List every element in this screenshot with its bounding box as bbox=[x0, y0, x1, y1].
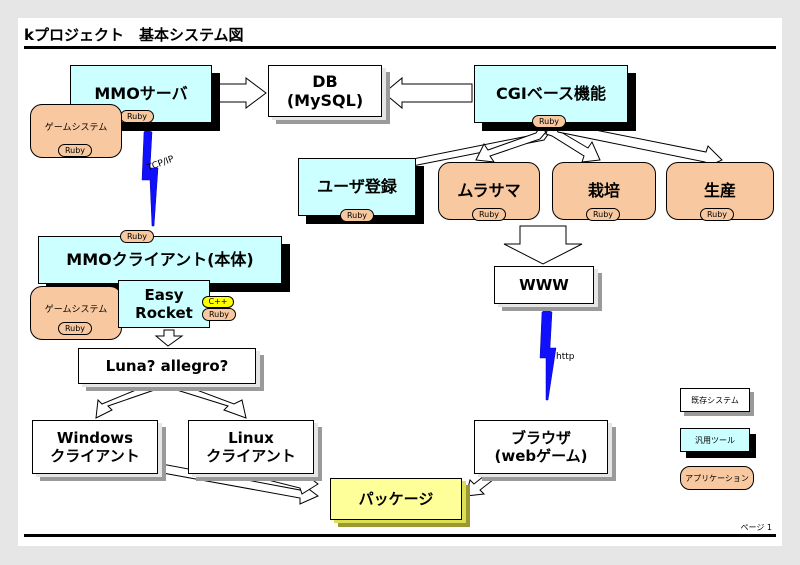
cpp-badge: C++ bbox=[202, 296, 234, 308]
mmo-client-box: MMOクライアント(本体) bbox=[38, 236, 282, 284]
arrow-windows-to-package bbox=[123, 457, 319, 505]
luna-allegro-box: Luna? allegro? bbox=[78, 348, 256, 384]
ruby-badge-user: Ruby bbox=[340, 209, 374, 222]
arrow-luna-to-linux bbox=[163, 379, 247, 419]
top-rule bbox=[24, 46, 776, 49]
db-box: DB (MySQL) bbox=[268, 65, 382, 117]
arrow-cgi-to-murasama bbox=[475, 126, 547, 163]
ruby-badge-server: Ruby bbox=[120, 110, 154, 123]
page-number: ページ 1 bbox=[740, 523, 772, 532]
ruby-badge-seisan: Ruby bbox=[700, 208, 734, 221]
legend-application: アプリケーション bbox=[680, 466, 754, 490]
mmo-server-box: MMOサーバ bbox=[70, 65, 212, 123]
arrow-luna-to-windows bbox=[95, 379, 167, 419]
easy-rocket-box: Easy Rocket bbox=[118, 280, 210, 328]
diagram-title: kプロジェクト 基本システム図 bbox=[24, 26, 244, 44]
ruby-badge-game-system-client: Ruby bbox=[58, 322, 92, 335]
ruby-badge-murasama: Ruby bbox=[472, 208, 506, 221]
arrow-client-to-luna bbox=[154, 329, 184, 347]
arrow-to-www bbox=[503, 225, 583, 265]
murasama-box: ムラサマ bbox=[438, 162, 540, 220]
arrow-cgi-to-saibai bbox=[545, 127, 601, 163]
legend-existing-system: 既存システム bbox=[680, 388, 750, 412]
http-lightning bbox=[539, 309, 557, 401]
package-box: パッケージ bbox=[330, 478, 462, 520]
http-label: http bbox=[556, 352, 575, 362]
ruby-badge-client: Ruby bbox=[120, 230, 154, 243]
cgi-box: CGIベース機能 bbox=[474, 65, 628, 123]
bottom-rule bbox=[24, 534, 776, 537]
legend-general-tool: 汎用ツール bbox=[680, 428, 750, 452]
arrow-browser-to-package bbox=[465, 467, 499, 497]
arrow-cgi-to-seisan bbox=[554, 122, 723, 169]
arrow-cgi-to-db bbox=[383, 76, 473, 110]
ruby-badge-game-system-server: Ruby bbox=[58, 144, 92, 157]
arrow-server-to-db bbox=[211, 77, 267, 109]
windows-client-box: Windows クライアント bbox=[32, 420, 158, 474]
tcpip-lightning bbox=[141, 129, 159, 227]
linux-client-box: Linux クライアント bbox=[188, 420, 314, 474]
ruby-badge-saibai: Ruby bbox=[586, 208, 620, 221]
ruby-badge-easy-rocket: Ruby bbox=[202, 308, 236, 321]
browser-box: ブラウザ (webゲーム) bbox=[474, 420, 608, 474]
www-box: WWW bbox=[494, 266, 594, 304]
ruby-badge-cgi: Ruby bbox=[532, 115, 566, 128]
user-registration-box: ユーザ登録 bbox=[298, 158, 416, 216]
